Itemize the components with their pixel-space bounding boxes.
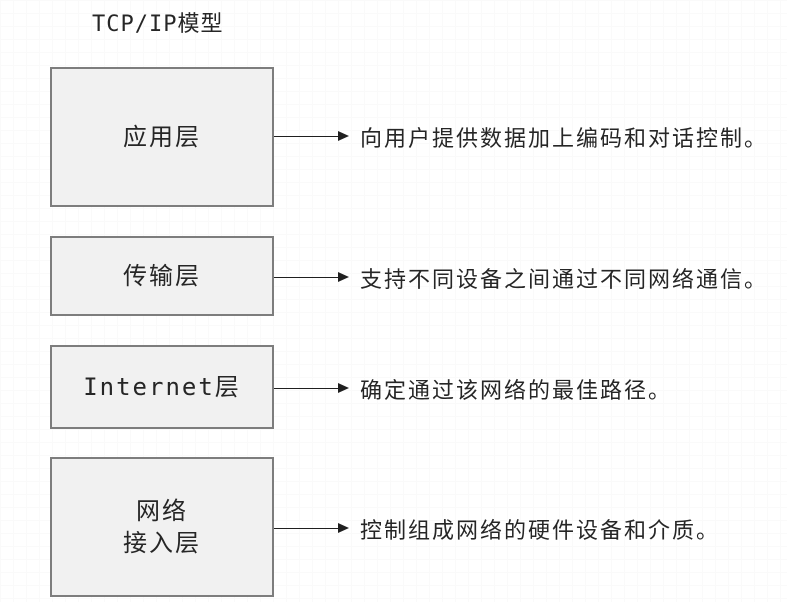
arrow-right-connector bbox=[274, 272, 349, 282]
layer-description-network-access: 控制组成网络的硬件设备和介质。 bbox=[360, 518, 721, 543]
arrow-right-connector bbox=[274, 523, 349, 533]
layer-description-internet: 确定通过该网络的最佳路径。 bbox=[360, 378, 673, 403]
layer-label-internet: Internet层 bbox=[83, 372, 241, 401]
layer-description-application: 向用户提供数据加上编码和对话控制。 bbox=[360, 126, 769, 151]
arrow-right-connector bbox=[274, 131, 349, 141]
layer-label-application: 应用层 bbox=[123, 122, 201, 151]
layer-box-transport: 传输层 bbox=[50, 236, 274, 316]
layer-box-internet: Internet层 bbox=[50, 345, 274, 429]
layer-description-transport: 支持不同设备之间通过不同网络通信。 bbox=[360, 267, 769, 292]
layer-box-network-access: 网络 接入层 bbox=[50, 457, 274, 597]
layer-box-application: 应用层 bbox=[50, 67, 274, 207]
diagram-title: TCP/IP模型 bbox=[92, 12, 224, 37]
layer-label-network-access: 网络 接入层 bbox=[123, 496, 201, 557]
layer-label-transport: 传输层 bbox=[123, 261, 201, 290]
arrow-right-connector bbox=[274, 383, 349, 393]
